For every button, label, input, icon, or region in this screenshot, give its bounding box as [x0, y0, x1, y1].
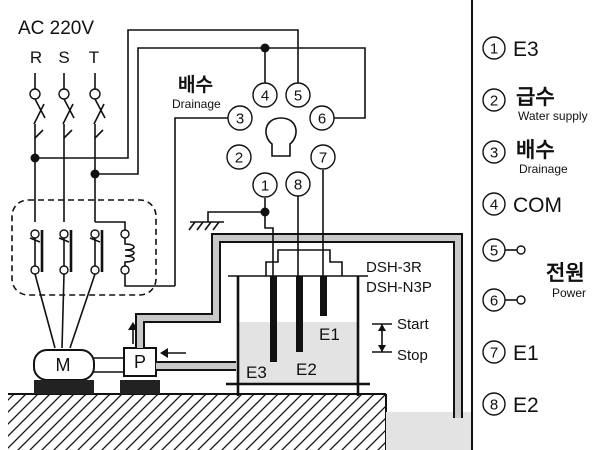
legend-item-3: 3 배수 Drainage [482, 139, 568, 176]
phase-r-label: R [30, 48, 42, 67]
socket-wiring [30, 29, 366, 286]
phase-t-label: T [89, 48, 99, 67]
svg-text:Drainage: Drainage [519, 162, 568, 176]
drainage-ko-label: 배수 [178, 74, 213, 96]
svg-text:4: 4 [490, 197, 498, 214]
tank: E1 E2 E3 DSH-3R DSH-N3P Start Stop [226, 249, 432, 396]
power-ko-label: 전원 [546, 262, 585, 285]
svg-text:7: 7 [319, 150, 327, 167]
motor: M [33, 349, 95, 394]
pin-5: 5 [285, 82, 311, 108]
legend-item-1: 1 E3 [482, 36, 539, 61]
motor-wires [34, 273, 96, 349]
legend-item-5: 5 [482, 238, 526, 262]
pin-4: 4 [252, 82, 278, 108]
power-en-label: Power [552, 286, 586, 300]
magnetic-contactor [11, 199, 175, 296]
electrode-e2-label: E2 [296, 360, 317, 379]
stop-level-label: Stop [397, 347, 428, 364]
svg-text:E1: E1 [513, 342, 539, 365]
pin-3: 3 [227, 105, 253, 131]
pump-label: P [134, 352, 146, 372]
socket-key-icon [265, 117, 297, 157]
legend-item-6: 6 [482, 288, 526, 312]
pump: P [120, 322, 186, 394]
svg-text:E3: E3 [513, 38, 539, 61]
svg-text:3: 3 [236, 111, 244, 128]
svg-text:1: 1 [490, 41, 498, 58]
pin-6: 6 [309, 105, 335, 131]
svg-text:E2: E2 [513, 394, 539, 417]
start-level-label: Start [397, 316, 430, 333]
svg-text:5: 5 [294, 88, 302, 105]
svg-text:Water supply: Water supply [518, 109, 588, 123]
svg-text:7: 7 [490, 345, 498, 362]
svg-text:4: 4 [261, 88, 269, 105]
ground [8, 393, 472, 450]
electrode-e3-label: E3 [246, 363, 267, 382]
legend-item-4: 4 COM [482, 192, 562, 217]
svg-text:1: 1 [261, 178, 269, 195]
supply-label: AC 220V [18, 18, 94, 39]
svg-text:배수: 배수 [516, 139, 555, 162]
motor-pump-shaft [94, 357, 124, 373]
ac-supply: AC 220V R S T [18, 18, 106, 222]
socket-pins: 1 2 3 4 5 6 7 8 [226, 82, 336, 198]
pin-8: 8 [285, 171, 311, 197]
phase-s-label: S [58, 48, 69, 67]
pin-7: 7 [310, 144, 336, 170]
model-dsh-n3p: DSH-N3P [366, 279, 432, 296]
svg-text:2: 2 [235, 150, 243, 167]
electrode-e1-label: E1 [319, 325, 340, 344]
model-dsh-3r: DSH-3R [366, 259, 422, 276]
svg-text:COM: COM [513, 194, 562, 217]
svg-text:급수: 급수 [516, 86, 555, 109]
legend-item-2: 2 급수 Water supply [482, 86, 588, 123]
svg-text:6: 6 [318, 111, 326, 128]
svg-text:8: 8 [490, 397, 498, 414]
svg-text:3: 3 [490, 145, 498, 162]
pin-legend: 1 E3 2 급수 Water supply 3 배수 Drainage 4 C… [482, 36, 588, 417]
svg-text:6: 6 [490, 293, 498, 310]
drainage-en-label: Drainage [172, 97, 221, 111]
legend-item-7: 7 E1 [482, 340, 539, 365]
pin-2: 2 [226, 144, 252, 170]
pipes [135, 233, 463, 418]
svg-text:5: 5 [490, 243, 498, 260]
legend-item-8: 8 E2 [482, 392, 539, 417]
svg-text:2: 2 [490, 93, 498, 110]
svg-text:8: 8 [294, 177, 302, 194]
motor-label: M [56, 355, 71, 375]
pin-1: 1 [252, 172, 278, 198]
